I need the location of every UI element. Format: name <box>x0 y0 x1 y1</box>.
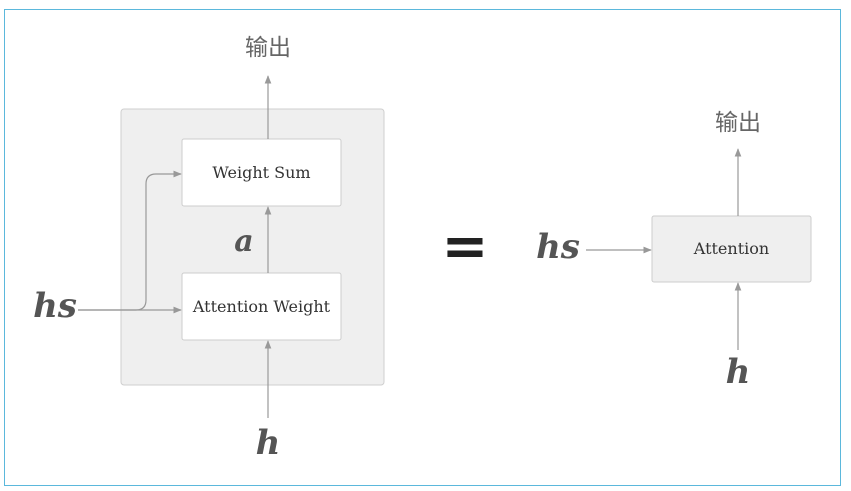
equals-sign: = <box>442 214 489 279</box>
left-hs-label: hs <box>33 286 77 326</box>
left-h-label: h <box>256 423 281 463</box>
attention-weight-node: Attention Weight <box>181 272 342 341</box>
right-hs-label: hs <box>536 227 580 267</box>
weight-sum-label: Weight Sum <box>212 163 310 182</box>
right-h-label: h <box>726 352 751 392</box>
a-label: a <box>234 224 253 259</box>
right-output-label: 输出 <box>715 110 761 136</box>
attention-weight-label: Attention Weight <box>192 297 331 316</box>
attention-label: Attention <box>693 239 769 258</box>
left-output-label: 输出 <box>245 35 291 61</box>
hs-to-weight-sum-arrow <box>78 170 182 311</box>
weight-sum-node: Weight Sum <box>181 138 342 207</box>
attention-node: Attention <box>651 215 812 283</box>
diagram-frame <box>4 9 841 486</box>
